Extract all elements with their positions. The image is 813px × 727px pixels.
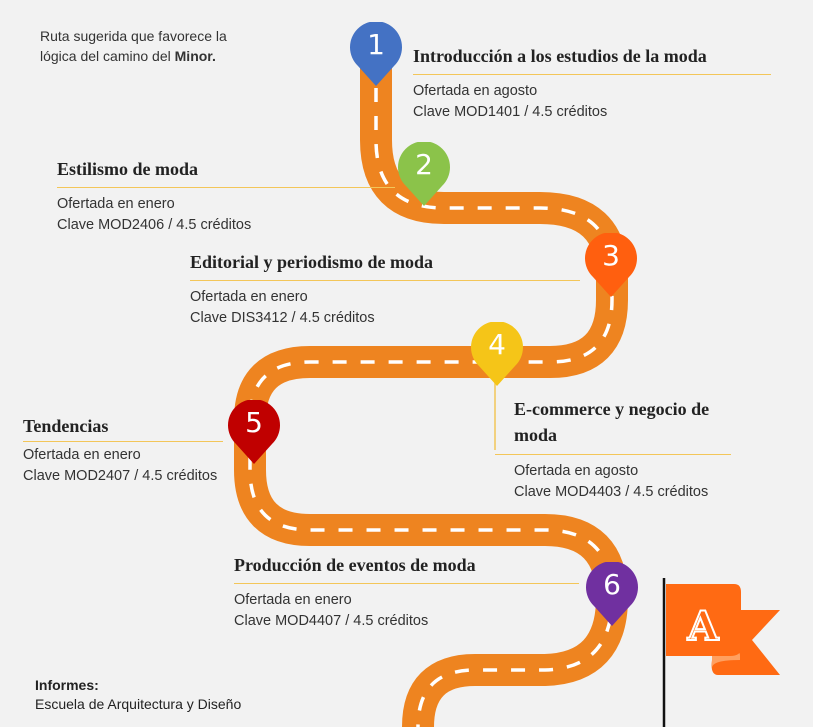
- marker-number: 5: [245, 406, 263, 439]
- course-code: Clave MOD1401 / 4.5 créditos: [413, 104, 608, 120]
- course-title: Tendencias: [23, 414, 223, 442]
- map-pin-icon: [585, 232, 637, 297]
- course-offered: Ofertada en enero: [57, 196, 175, 212]
- course-offered: Ofertada en enero: [23, 447, 141, 463]
- course-3: Editorial y periodismo de moda Ofertada …: [190, 250, 580, 329]
- course-title: Producción de eventos de moda: [234, 553, 579, 584]
- marker-3: 3: [585, 232, 637, 297]
- intro-body: Ruta sugerida que favorece la lógica del…: [40, 28, 227, 64]
- marker-4: 4: [471, 321, 523, 386]
- marker-6: 6: [586, 561, 638, 626]
- course-offered: Ofertada en agosto: [514, 463, 639, 479]
- marker-1: 1: [350, 21, 402, 86]
- course-title: E-commerce y negocio de moda: [495, 396, 731, 455]
- intro-text: Ruta sugerida que favorece la lógica del…: [40, 26, 265, 66]
- marker-number: 6: [603, 568, 621, 601]
- svg-text:A: A: [686, 603, 719, 650]
- footer: Informes: Escuela de Arquitectura y Dise…: [35, 676, 241, 714]
- course-code: Clave MOD4407 / 4.5 créditos: [234, 613, 429, 629]
- map-pin-icon: [228, 399, 280, 464]
- footer-text: Escuela de Arquitectura y Diseño: [35, 696, 242, 712]
- marker-2: 2: [398, 141, 450, 206]
- map-pin-icon: [350, 21, 402, 86]
- marker-5: 5: [228, 399, 280, 464]
- course-title: Introducción a los estudios de la moda: [413, 44, 771, 75]
- course-6: Producción de eventos de moda Ofertada e…: [234, 553, 579, 632]
- intro-highlight: Minor.: [174, 48, 216, 64]
- course-4: E-commerce y negocio de moda Ofertada en…: [495, 396, 731, 503]
- footer-label: Informes:: [35, 677, 99, 693]
- course-1: Introducción a los estudios de la moda O…: [413, 44, 771, 123]
- map-pin-icon: [586, 561, 638, 626]
- course-code: Clave MOD2407 / 4.5 créditos: [23, 468, 218, 484]
- course-offered: Ofertada en enero: [234, 592, 352, 608]
- course-title: Editorial y periodismo de moda: [190, 250, 580, 281]
- course-code: Clave MOD4403 / 4.5 créditos: [514, 484, 709, 500]
- course-title: Estilismo de moda: [57, 157, 395, 188]
- marker-number: 1: [367, 28, 385, 61]
- map-pin-icon: [471, 321, 523, 386]
- marker-number: 4: [488, 328, 506, 361]
- course-offered: Ofertada en enero: [190, 289, 308, 305]
- course-code: Clave MOD2406 / 4.5 créditos: [57, 217, 252, 233]
- flag-icon: A: [662, 578, 780, 727]
- marker-number: 3: [602, 239, 620, 272]
- course-code: Clave DIS3412 / 4.5 créditos: [190, 310, 375, 326]
- map-pin-icon: [398, 141, 450, 206]
- marker-number: 2: [415, 148, 433, 181]
- course-offered: Ofertada en agosto: [413, 83, 538, 99]
